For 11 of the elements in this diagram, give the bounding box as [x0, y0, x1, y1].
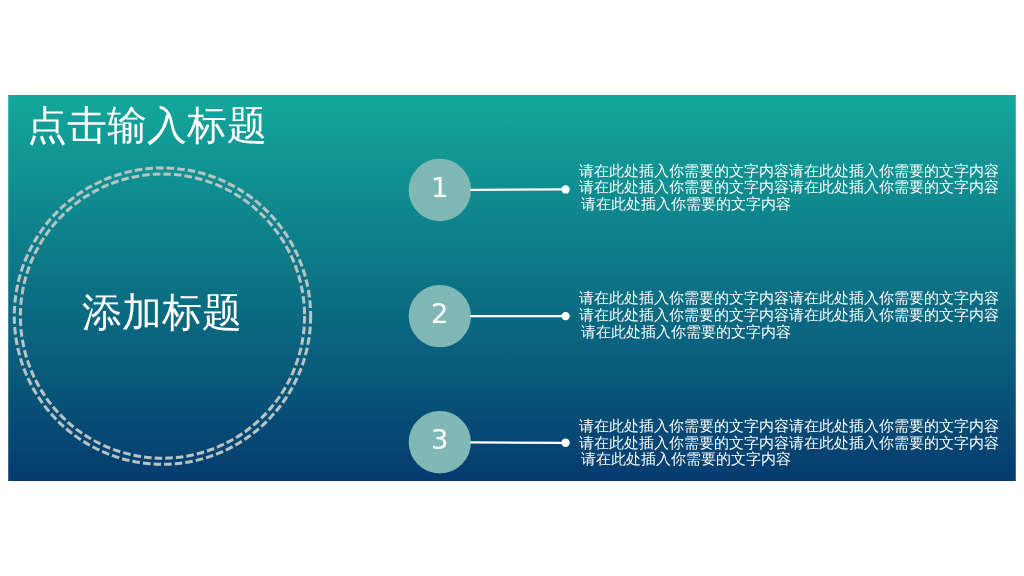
node-text: 请在此处插入你需要的文字内容请在此处插入你需要的文字内容请在此处插入你需要的文字内容请在此处插入你需要的文字内容请在此处插入你需要的文字内容 — [579, 289, 1000, 341]
node-circle: 3 — [408, 411, 471, 474]
node-circle: 添加标题 — [12, 166, 313, 466]
node-circle: 2 — [408, 284, 471, 348]
connector — [470, 438, 570, 447]
node-circle: 1 — [408, 158, 471, 222]
diagram-title: 点击输入标题 — [26, 101, 267, 148]
node-text: 请在此处插入你需要的文字内容请在此处插入你需要的文字内容请在此处插入你需要的文字内容请在此处插入你需要的文字内容请在此处插入你需要的文字内容 — [579, 416, 1000, 469]
connector — [470, 311, 570, 321]
node-text: 请在此处插入你需要的文字内容请在此处插入你需要的文字内容请在此处插入你需要的文字内容请在此处插入你需要的文字内容请在此处插入你需要的文字内容 — [579, 161, 1000, 213]
connector — [470, 185, 570, 194]
